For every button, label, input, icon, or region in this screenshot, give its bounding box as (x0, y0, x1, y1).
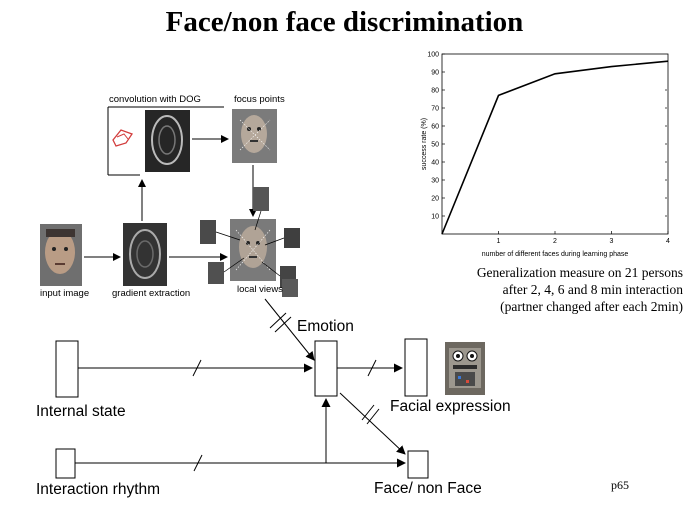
x-tick-label: 2 (553, 238, 557, 245)
caption-line-1: Generalization measure on 21 persons (476, 265, 683, 280)
internal-state-label: Internal state (36, 403, 126, 420)
local-views-image (230, 219, 276, 281)
slide-title: Face/non face discrimination (165, 6, 524, 38)
y-tick-label: 20 (431, 196, 439, 203)
y-tick-label: 50 (431, 142, 439, 149)
input-image (40, 224, 82, 286)
y-tick-label: 10 (431, 214, 439, 221)
convolution-label: convolution with DOG (109, 94, 201, 105)
emotion-box (314, 340, 338, 397)
local-view-patches (200, 187, 300, 297)
robot-head-icon (445, 342, 485, 395)
facial-expression-label: Facial expression (390, 398, 511, 415)
focus-points-label: focus points (234, 94, 285, 105)
arrow-emotion-to-face (339, 392, 406, 455)
y-axis-label: success rate (%) (421, 118, 428, 170)
convolution-bracket (107, 106, 224, 176)
arrow-local-views-to-emotion (264, 298, 315, 361)
y-tick-label: 100 (427, 52, 439, 59)
internal-state-box (55, 340, 79, 398)
caption-line-3: (partner changed after each 2min) (500, 299, 683, 314)
facial-expression-box (404, 338, 428, 397)
y-tick-label: 70 (431, 106, 439, 113)
x-axis-label: number of different faces during learnin… (482, 251, 629, 258)
y-tick-label: 40 (431, 160, 439, 167)
interaction-rhythm-box (55, 448, 76, 479)
x-tick-label: 1 (497, 238, 501, 245)
gradient-image (123, 223, 167, 286)
input-image-label: input image (40, 288, 90, 299)
caption-line-2: after 2, 4, 6 and 8 min interaction (502, 282, 683, 297)
gradient-label: gradient extraction (112, 288, 191, 299)
interaction-rhythm-label: Interaction rhythm (36, 481, 161, 498)
y-tick-label: 60 (431, 124, 439, 131)
convolution-image (145, 110, 190, 172)
dog-kernel-icon (112, 129, 133, 147)
y-tick-label: 30 (431, 178, 439, 185)
focus-points-image (232, 109, 277, 163)
face-non-face-label: Face/ non Face (374, 480, 482, 497)
chart-caption: Generalization measure on 21 persons aft… (383, 264, 683, 315)
y-tick-label: 80 (431, 88, 439, 95)
success-rate-chart: 10 20 30 40 50 60 70 80 90 100 1 2 3 4 success rate … (421, 52, 670, 259)
y-tick-label: 90 (431, 70, 439, 77)
face-non-face-box (407, 450, 429, 479)
local-views-label: local views (237, 284, 283, 295)
emotion-label: Emotion (297, 318, 354, 335)
x-tick-label: 3 (610, 238, 614, 245)
series-line (441, 60, 669, 235)
page-number: p65 (611, 478, 629, 492)
x-tick-label: 4 (666, 238, 670, 245)
